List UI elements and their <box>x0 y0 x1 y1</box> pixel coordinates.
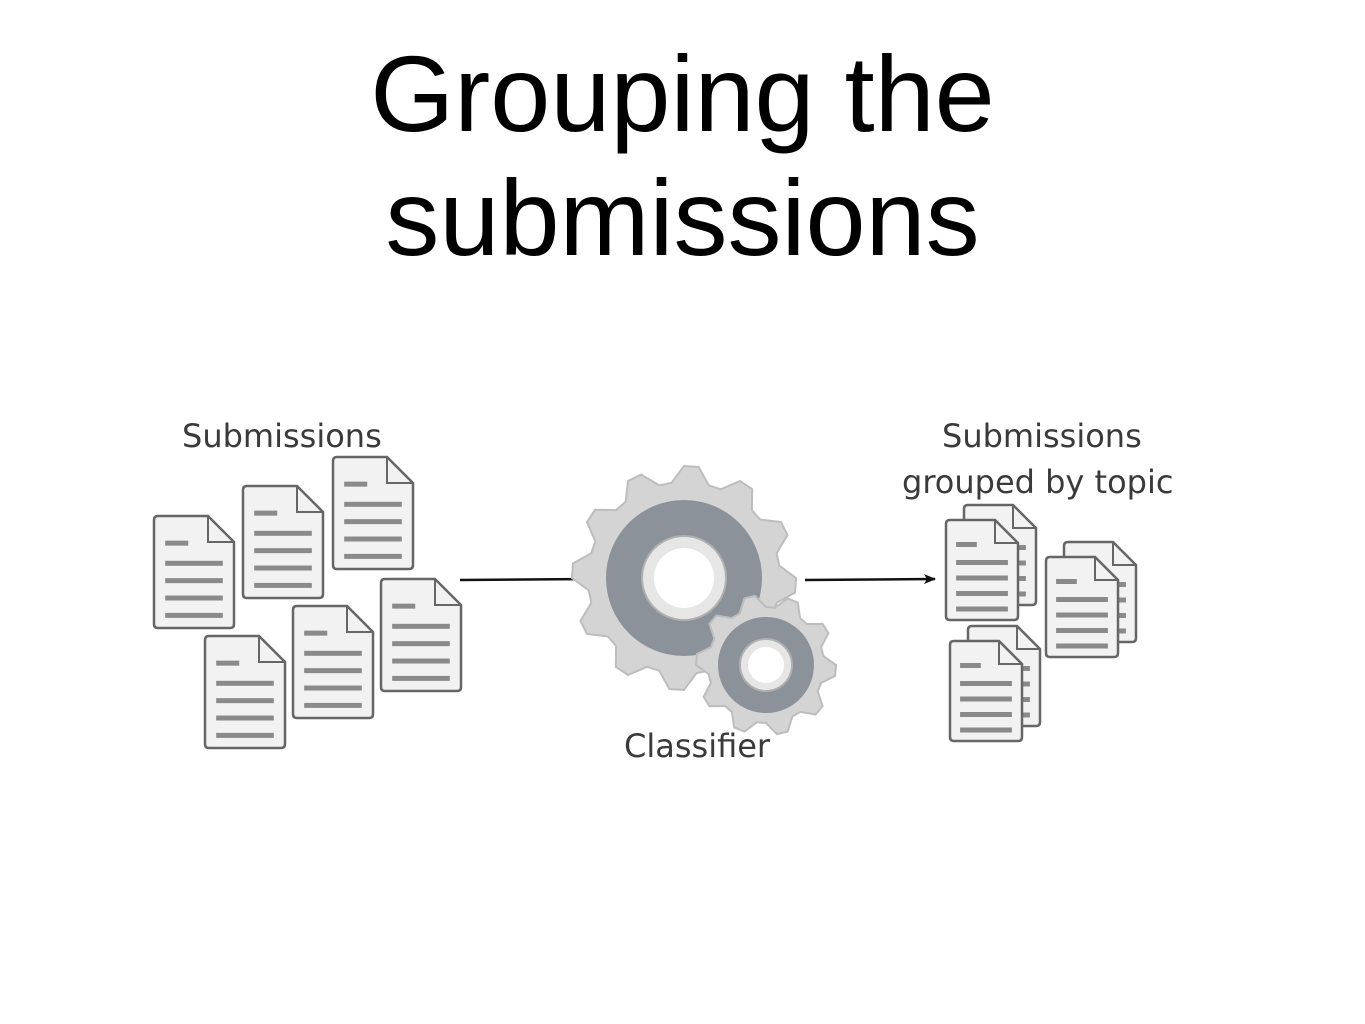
gear-icon <box>694 594 838 736</box>
input-documents <box>152 455 463 750</box>
classifier-label: Classifier <box>624 727 771 765</box>
document-icon <box>291 604 375 720</box>
document-icon <box>379 577 463 693</box>
flow-arrows <box>459 574 936 585</box>
classifier-gears <box>570 464 838 736</box>
document-icon <box>1044 555 1120 659</box>
document-icon <box>944 518 1020 622</box>
arrow-icon <box>804 574 936 585</box>
document-icon <box>203 634 287 750</box>
grouped-documents <box>944 503 1138 743</box>
document-icon <box>948 639 1024 743</box>
slide-title-line-1: Grouping the <box>370 33 995 154</box>
output-label-line-2: grouped by topic <box>902 463 1174 501</box>
slide-title: Grouping the submissions <box>0 32 1365 280</box>
document-icon <box>152 514 236 630</box>
gear-icon <box>570 464 798 692</box>
document-icon <box>241 484 325 600</box>
slide-title-line-2: submissions <box>385 157 980 278</box>
input-label: Submissions <box>182 417 382 455</box>
arrow-icon <box>459 574 591 585</box>
output-label-line-1: Submissions <box>942 417 1142 455</box>
document-icon <box>331 455 415 571</box>
